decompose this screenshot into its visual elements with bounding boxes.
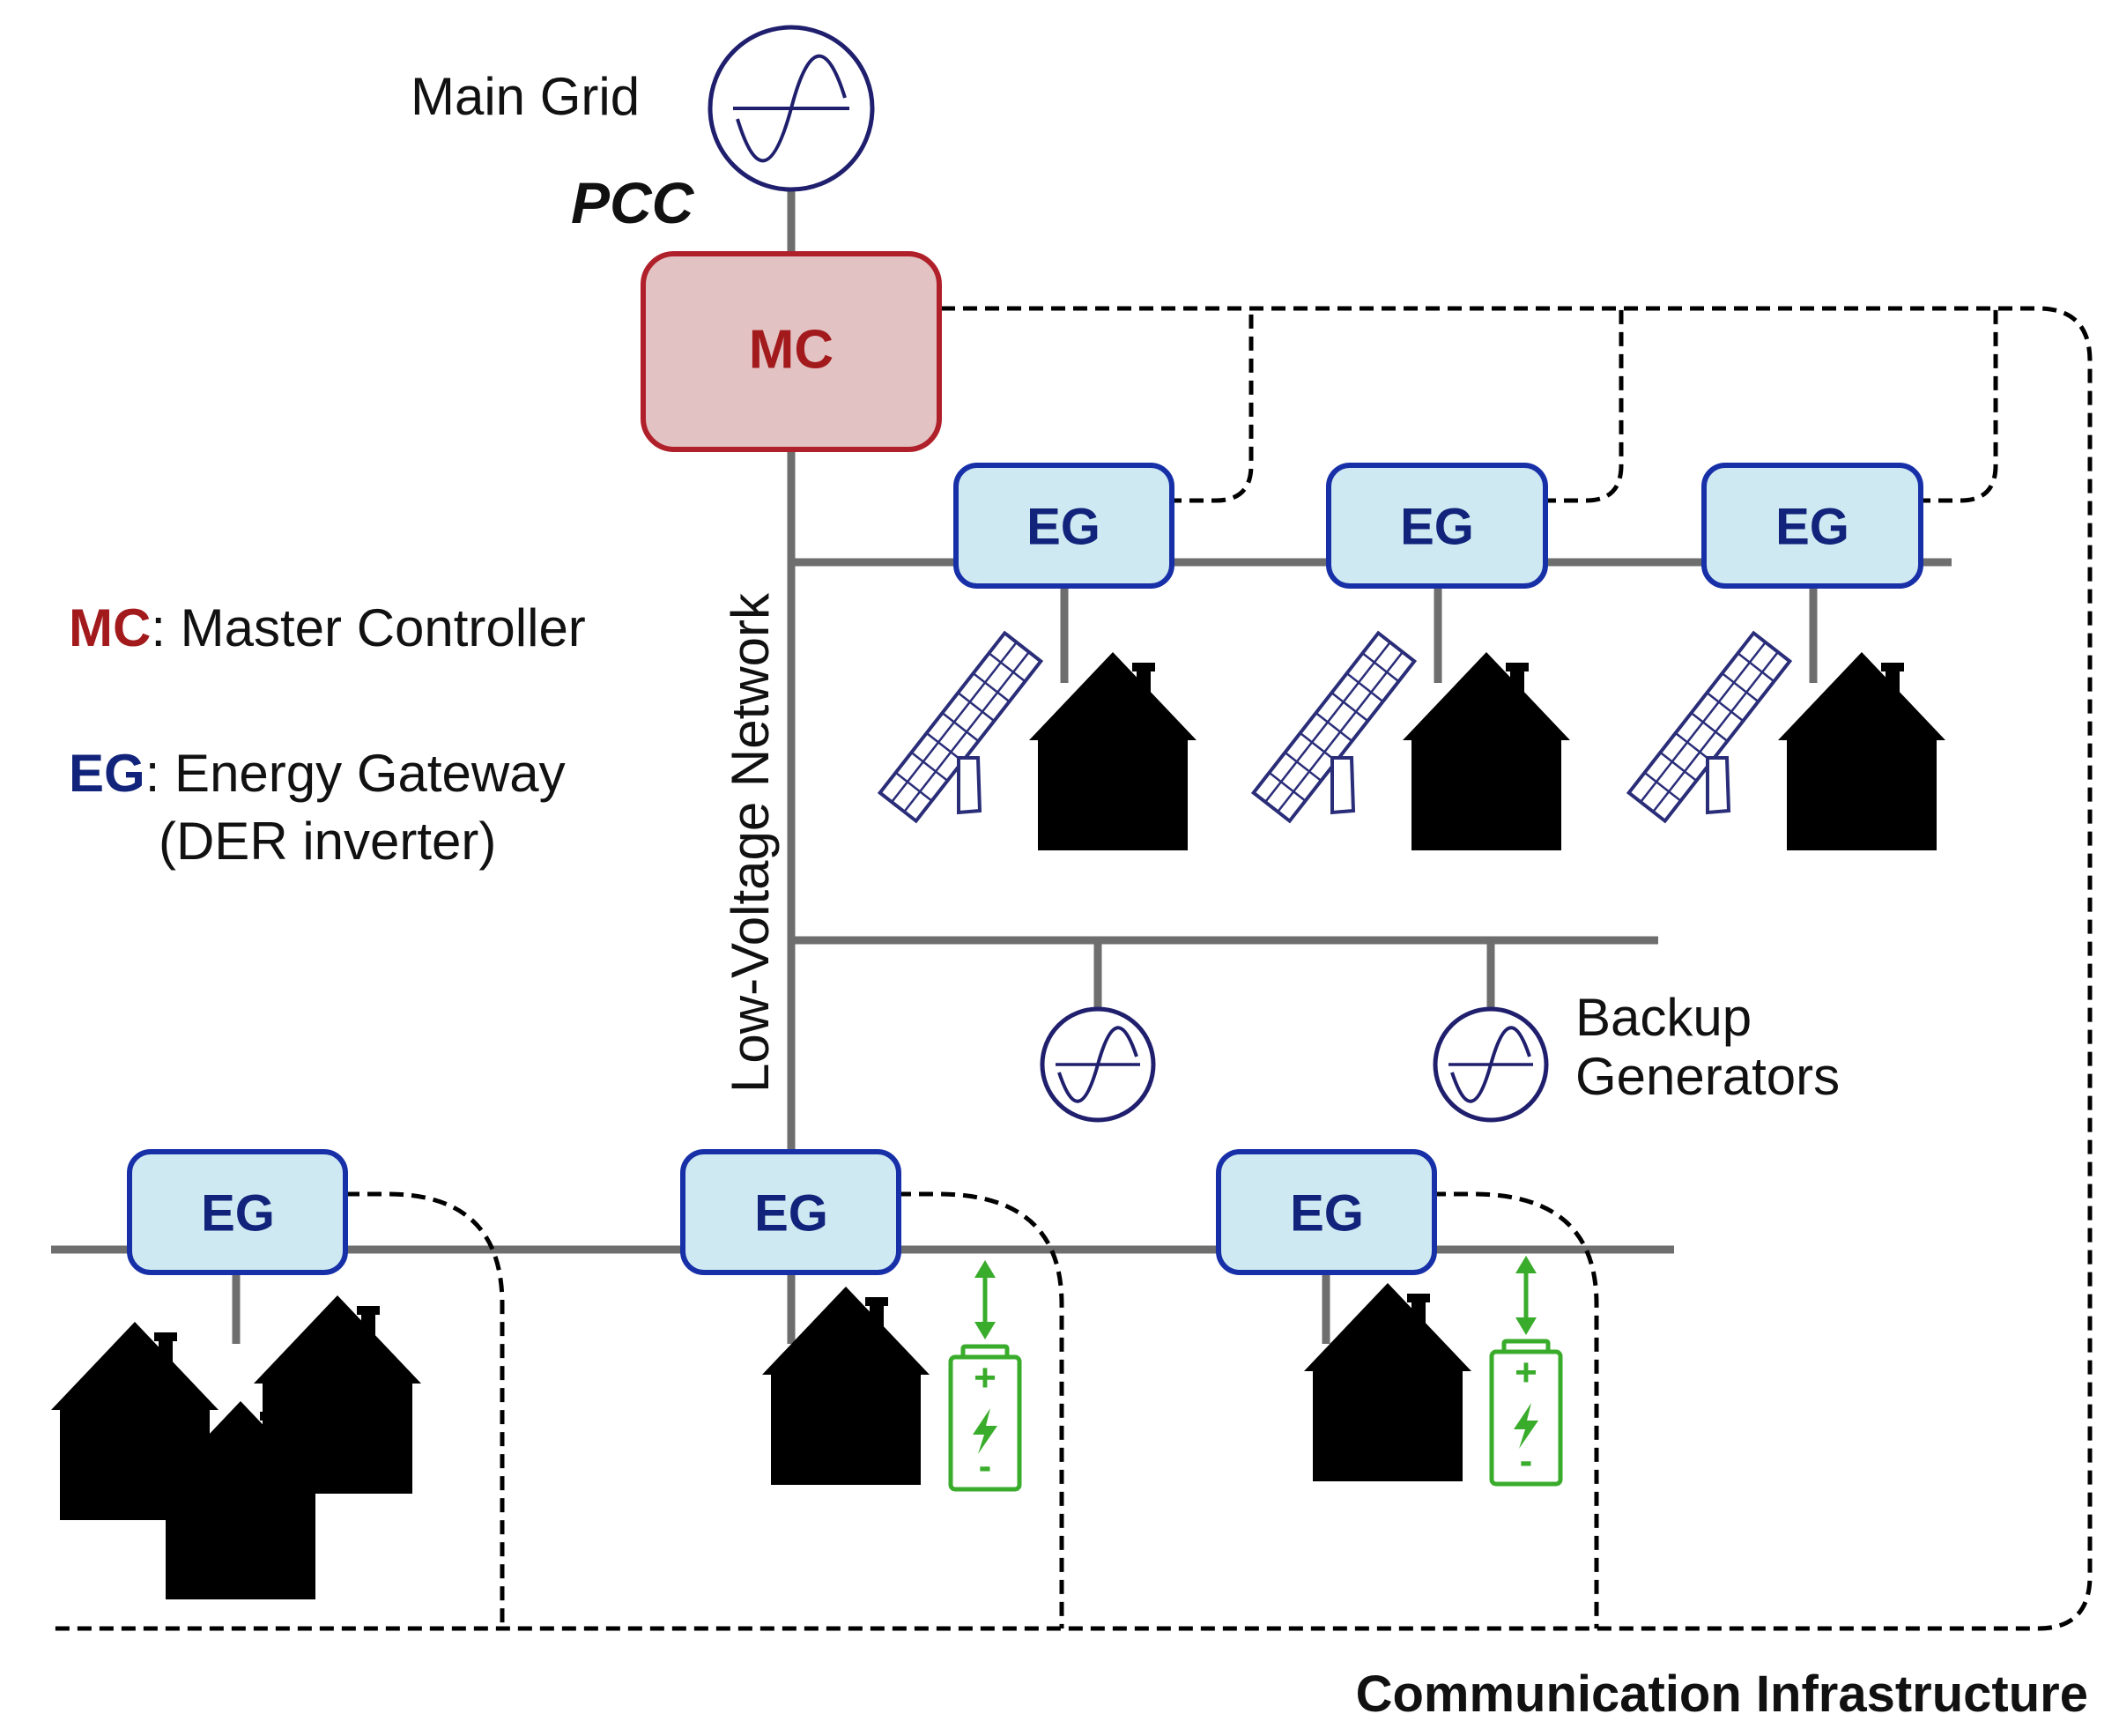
legend-eg-row: EG: Energy Gateway — [69, 744, 566, 803]
battery-icon: + - — [1489, 1339, 1563, 1487]
mc-box-label: MC — [749, 320, 834, 381]
energy-gateway-top-1: EG — [953, 463, 1174, 589]
comm-eg-bottom-2 — [897, 1191, 1064, 1628]
battery-plus: + — [974, 1356, 997, 1399]
battery-arrow-icon — [974, 1260, 996, 1339]
battery-minus: - — [1520, 1439, 1533, 1482]
main-grid-label: Main Grid — [411, 67, 640, 126]
energy-gateway-bottom-2: EG — [680, 1149, 901, 1275]
battery-plus: + — [1515, 1351, 1537, 1394]
communication-lines — [55, 306, 2093, 1631]
house-icon — [1029, 652, 1197, 850]
legend: MC: Master Controller EG: Energy Gateway… — [69, 598, 586, 871]
backup-generator-icon — [1040, 1006, 1156, 1123]
energy-gateway-top-2: EG — [1326, 463, 1548, 589]
comm-infrastructure-label: Communication Infrastructure — [1356, 1666, 2088, 1723]
battery-icon: + - — [948, 1344, 1022, 1492]
comm-mc-main — [55, 306, 2093, 1631]
eg-label: EG — [1026, 499, 1100, 556]
legend-eg-desc: : Energy Gateway — [145, 744, 566, 803]
energy-gateway-top-3: EG — [1701, 463, 1923, 589]
backup-label-line2: Generators — [1575, 1047, 1840, 1106]
legend-eg-desc2: (DER inverter) — [159, 812, 496, 871]
battery-minus: - — [979, 1444, 992, 1487]
backup-generator-icon — [1433, 1006, 1549, 1123]
comm-eg-bottom-1 — [345, 1191, 505, 1628]
network-label: Low-Voltage Network — [721, 592, 780, 1093]
eg-label: EG — [1400, 499, 1474, 556]
eg-label: EG — [201, 1185, 275, 1243]
battery-arrow-icon — [1515, 1256, 1537, 1335]
legend-eg-key: EG — [69, 744, 145, 803]
energy-gateway-bottom-3: EG — [1216, 1149, 1437, 1275]
main-grid-icon — [708, 25, 875, 192]
pcc-label: PCC — [571, 170, 695, 235]
legend-mc-key: MC — [69, 598, 151, 657]
comm-eg-top-1 — [1167, 308, 1254, 503]
solar-panel-stand — [1330, 756, 1356, 815]
comm-eg-bottom-3 — [1432, 1191, 1599, 1628]
solar-panel-stand — [957, 756, 982, 815]
energy-gateway-bottom-1: EG — [127, 1149, 348, 1275]
eg-label: EG — [1775, 499, 1849, 556]
house-icon — [1403, 652, 1570, 850]
legend-mc-desc: : Master Controller — [151, 598, 585, 657]
comm-eg-top-2 — [1542, 308, 1624, 503]
backup-label-line1: Backup — [1575, 988, 1752, 1047]
solar-panel-stand — [1706, 756, 1731, 815]
eg-label: EG — [754, 1185, 828, 1243]
comm-eg-top-3 — [1916, 308, 1998, 503]
legend-mc-row: MC: Master Controller — [69, 598, 586, 657]
master-controller-box: MC — [641, 251, 942, 452]
house-icon — [1778, 652, 1945, 850]
eg-label: EG — [1290, 1185, 1364, 1243]
